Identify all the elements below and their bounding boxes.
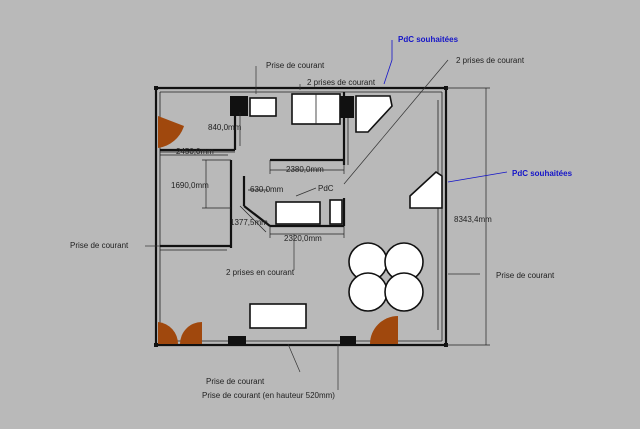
prise-bottom-label: Prise de courant xyxy=(206,377,265,386)
dim-840: 840,0mm xyxy=(208,123,242,132)
door-left-top xyxy=(158,116,184,148)
dim-2380: 2380,0mm xyxy=(286,165,324,174)
pdc-small-label: PdC xyxy=(318,184,334,193)
chair-3 xyxy=(348,272,388,312)
prise-top-label: Prise de courant xyxy=(266,61,325,70)
prise-right-label: Prise de courant xyxy=(496,271,555,280)
dim-2450: 2450,0mm xyxy=(176,147,214,156)
deux-prises-courant-label: 2 prises en courant xyxy=(226,268,295,277)
shelf-center xyxy=(329,199,343,225)
door-bottom-left-2 xyxy=(180,322,202,344)
dim-1690: 1690,0mm xyxy=(171,181,209,190)
dim-630: 630,0mm xyxy=(250,185,284,194)
prise-bottom-hauteur-label: Prise de courant (en hauteur 520mm) xyxy=(202,391,335,400)
dimension-lines xyxy=(160,87,490,346)
door-bottom-left-1 xyxy=(158,322,179,344)
cabinet-top-right xyxy=(355,95,393,133)
pdc-right-label: PdC souhaitées xyxy=(512,169,573,178)
prise-left-label: Prise de courant xyxy=(70,241,129,250)
doors xyxy=(158,116,398,344)
desk-center xyxy=(275,201,321,225)
table-bottom xyxy=(249,303,307,329)
deux-prises-right-label: 2 prises de courant xyxy=(456,56,525,65)
radiator-bottom-1 xyxy=(228,336,246,344)
door-bottom-right xyxy=(370,316,398,344)
pdc-top-label: PdC souhaitées xyxy=(398,35,459,44)
chair-4 xyxy=(384,272,424,312)
dim-8343: 8343,4mm xyxy=(454,215,492,224)
radiator-bottom-2 xyxy=(340,336,356,344)
radiator-top xyxy=(340,96,354,118)
dim-2320: 2320,0mm xyxy=(284,234,322,243)
furniture xyxy=(228,93,443,344)
radiator-top-left xyxy=(230,96,248,116)
cabinet-right xyxy=(409,170,443,209)
deux-prises-top-label: 2 prises de courant xyxy=(307,78,376,87)
leader-lines xyxy=(145,40,508,390)
outer-walls xyxy=(154,86,448,347)
cabinet-top-left xyxy=(249,97,277,117)
dim-1377: 1377,5mm xyxy=(230,218,268,227)
